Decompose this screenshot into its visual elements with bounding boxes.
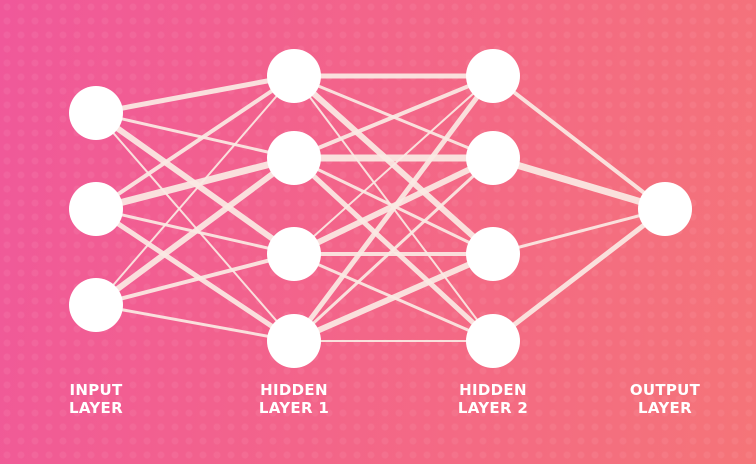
input-layer-label: INPUT LAYER [36, 381, 156, 417]
hidden-layer-1-label-line1: HIDDEN [260, 381, 328, 399]
connection-hidden2-2-to-output-1 [489, 154, 669, 213]
input-layer-label-line2: LAYER [69, 399, 123, 417]
neurons-group [69, 49, 692, 368]
hidden-layer-1-label: HIDDEN LAYER 1 [234, 381, 354, 417]
neuron-input-1 [69, 86, 123, 140]
connection-input-1-to-hidden1-1 [93, 73, 297, 116]
hidden-layer-2-label-line1: HIDDEN [459, 381, 527, 399]
connection-input-3-to-hidden1-2 [93, 155, 297, 308]
neuron-output-1 [638, 182, 692, 236]
neuron-hidden2-4 [466, 314, 520, 368]
connection-input-2-to-hidden1-1 [94, 74, 296, 211]
neuron-hidden2-3 [466, 227, 520, 281]
connection-input-1-to-hidden1-2 [94, 111, 296, 160]
neuron-hidden1-4 [267, 314, 321, 368]
connection-hidden2-3-to-output-1 [491, 207, 667, 256]
input-layer-label-line1: INPUT [69, 381, 123, 399]
output-layer-label: OUTPUT LAYER [605, 381, 725, 417]
connection-hidden2-1-to-output-1 [491, 74, 667, 211]
connection-input-2-to-hidden1-2 [92, 154, 298, 213]
neuron-hidden1-1 [267, 49, 321, 103]
neuron-hidden1-3 [267, 227, 321, 281]
hidden-layer-2-label: HIDDEN LAYER 2 [433, 381, 553, 417]
connection-input-2-to-hidden1-4 [93, 206, 297, 344]
connection-hidden2-4-to-output-1 [490, 206, 668, 344]
connection-hidden1-4-to-hidden2-3 [291, 251, 496, 344]
neuron-hidden1-2 [267, 131, 321, 185]
connections-group [92, 73, 669, 344]
connection-input-1-to-hidden1-4 [95, 112, 295, 342]
neuron-hidden2-1 [466, 49, 520, 103]
neuron-input-2 [69, 182, 123, 236]
connection-input-3-to-hidden1-4 [94, 303, 296, 343]
neuron-input-3 [69, 278, 123, 332]
connection-hidden1-4-to-hidden2-2 [292, 156, 495, 343]
hidden-layer-2-label-line2: LAYER 2 [457, 399, 529, 417]
hidden-layer-1-label-line2: LAYER 1 [258, 399, 330, 417]
neuron-hidden2-2 [466, 131, 520, 185]
connection-input-3-to-hidden1-3 [94, 252, 296, 307]
connection-hidden1-3-to-hidden2-1 [293, 75, 494, 255]
output-layer-label-line2: LAYER [638, 399, 692, 417]
connection-hidden1-2-to-hidden2-1 [292, 74, 495, 160]
connection-input-3-to-hidden1-1 [95, 75, 295, 306]
output-layer-label-line1: OUTPUT [629, 381, 701, 399]
connection-hidden1-4-to-hidden2-1 [291, 73, 496, 344]
